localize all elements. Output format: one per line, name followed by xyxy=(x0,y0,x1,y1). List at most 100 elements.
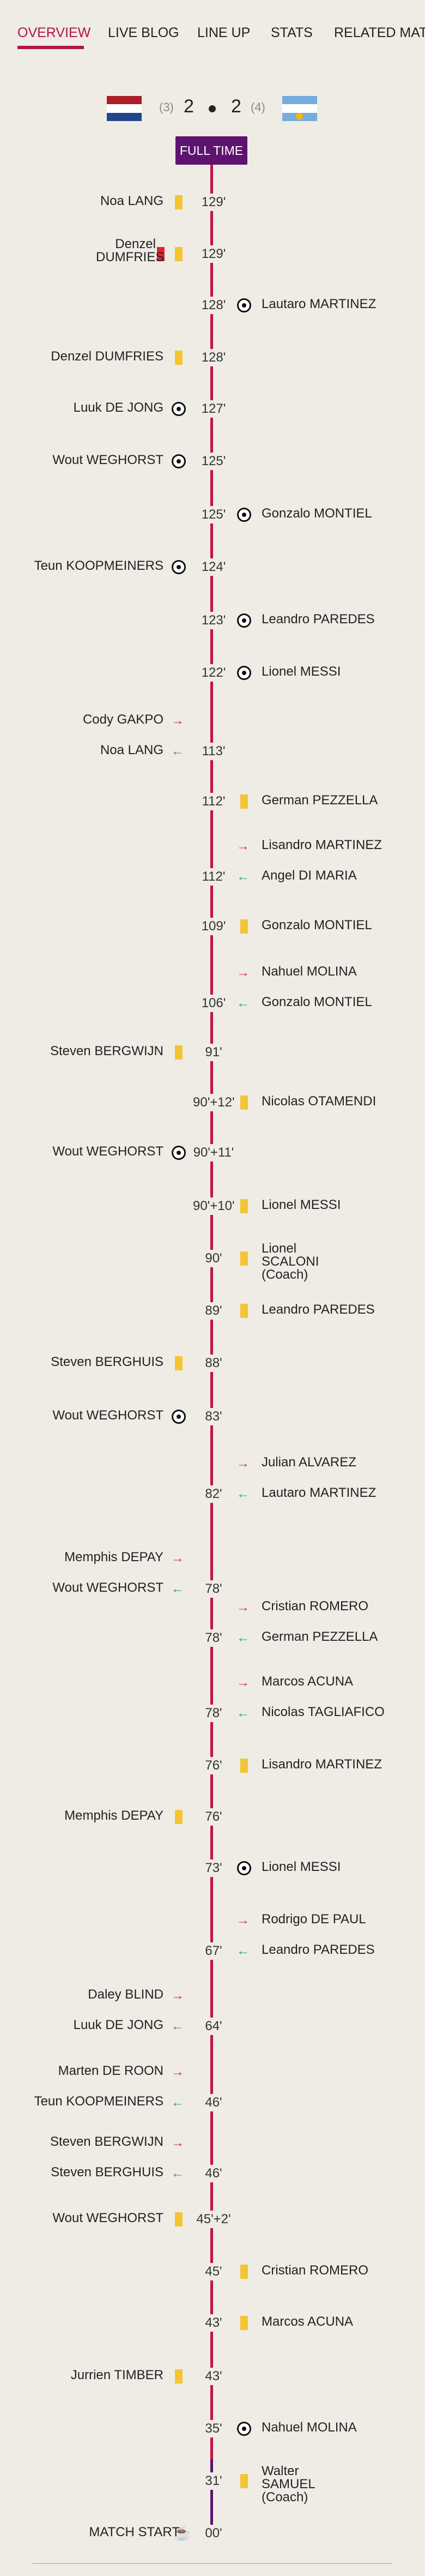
player-name[interactable]: German PEZZELLA xyxy=(262,1629,378,1644)
player-name[interactable]: Lionel MESSI xyxy=(262,664,341,679)
player-name[interactable]: Marcos ACUNA xyxy=(262,1674,354,1689)
ball-icon-wrap xyxy=(236,613,252,628)
substitution-out-icon: → xyxy=(171,2135,184,2150)
player-name[interactable]: Lisandro MARTINEZ xyxy=(262,838,382,852)
player-name[interactable]: Gonzalo MONTIEL xyxy=(262,995,372,1009)
player-name[interactable]: Wout WEGHORST xyxy=(52,2211,163,2225)
event-minute: 82' xyxy=(193,1485,234,1503)
event-minute: 125' xyxy=(193,453,234,470)
player-name[interactable]: Angel DI MARIA xyxy=(262,868,357,883)
substitution-in-icon: ← xyxy=(171,2095,184,2110)
tab-related-matches[interactable]: RELATED MATCHES xyxy=(334,25,425,40)
substitution-out-icon: → xyxy=(236,1600,250,1615)
player-name[interactable]: Wout WEGHORST xyxy=(52,1144,163,1159)
player-name[interactable]: Leandro PAREDES xyxy=(262,612,375,627)
event-minute: 122' xyxy=(193,664,234,682)
player-name[interactable]: Wout WEGHORST xyxy=(52,1408,163,1423)
player-name[interactable]: Jurrien TIMBER xyxy=(70,2368,163,2382)
player-name[interactable]: Leandro PAREDES xyxy=(262,1302,375,1317)
yellow-card-icon xyxy=(175,351,183,365)
event-minute: 90'+11' xyxy=(193,1144,234,1161)
player-name[interactable]: Nicolas TAGLIAFICO xyxy=(262,1705,385,1719)
player-name[interactable]: Teun KOOPMEINERS xyxy=(34,2094,163,2109)
player-name[interactable]: Gonzalo MONTIEL xyxy=(262,918,372,932)
substitution-in-icon: ← xyxy=(236,1943,250,1958)
yellow-card-icon-wrap xyxy=(236,1199,252,1214)
player-name[interactable]: Cristian ROMERO xyxy=(262,2263,369,2278)
player-name[interactable]: Steven BERGHUIS xyxy=(51,2165,163,2180)
substitution-out-icon: → xyxy=(236,1675,250,1690)
red-yellow-card-icon-wrap xyxy=(157,246,186,262)
goal-ball-icon xyxy=(237,1861,251,1875)
ball-icon-wrap xyxy=(171,1409,186,1424)
player-name[interactable]: Wout WEGHORST xyxy=(52,453,163,467)
player-name[interactable]: Marten DE ROON xyxy=(58,2063,163,2078)
home-penalty-score: (3) xyxy=(159,100,174,114)
argentina-flag-icon xyxy=(282,96,317,121)
ball-icon-wrap xyxy=(236,2421,252,2436)
sub-out-icon-wrap: → xyxy=(171,1551,186,1566)
player-name[interactable]: Nicolas OTAMENDI xyxy=(262,1094,377,1109)
yellow-card-icon xyxy=(175,1810,183,1824)
player-name[interactable]: Cristian ROMERO xyxy=(262,1599,369,1614)
event-minute: 109' xyxy=(193,918,234,935)
player-name[interactable]: Gonzalo MONTIEL xyxy=(262,506,372,521)
substitution-in-icon: ← xyxy=(171,744,184,759)
tab-overview[interactable]: OVERVIEW xyxy=(17,25,91,40)
player-name[interactable]: Walter SAMUEL (Coach) xyxy=(262,2464,315,2505)
player-name[interactable]: Steven BERGHUIS xyxy=(51,1355,163,1369)
away-penalty-score: (4) xyxy=(251,100,265,114)
player-name[interactable]: Denzel DUMFRIES xyxy=(96,237,165,264)
event-minute: 112' xyxy=(193,868,234,886)
ball-icon-wrap xyxy=(171,454,186,469)
player-name[interactable]: Marcos ACUNA xyxy=(262,2314,354,2329)
event-minute: 112' xyxy=(193,793,234,810)
player-name[interactable]: Daley BLIND xyxy=(88,1987,163,2002)
tab-stats[interactable]: STATS xyxy=(271,25,313,40)
player-name[interactable]: Noa LANG xyxy=(100,743,163,757)
player-name[interactable]: Nahuel MOLINA xyxy=(262,964,357,979)
player-name[interactable]: Noa LANG xyxy=(100,194,163,208)
player-name[interactable]: Wout WEGHORST xyxy=(52,1580,163,1595)
event-minute: 43' xyxy=(193,2314,234,2332)
player-name[interactable]: Cody GAKPO xyxy=(82,712,163,727)
tab-line-up[interactable]: LINE UP xyxy=(197,25,251,40)
sub-in-icon-wrap: ← xyxy=(236,1943,252,1959)
substitution-out-icon: → xyxy=(236,839,250,853)
yellow-card-icon xyxy=(240,1304,248,1318)
substitution-out-icon: → xyxy=(236,1456,250,1471)
timeline-line xyxy=(210,165,213,2531)
player-name[interactable]: Julian ALVAREZ xyxy=(262,1455,356,1470)
player-name[interactable]: Luuk DE JONG xyxy=(73,400,163,415)
sub-out-icon-wrap: → xyxy=(236,1675,252,1690)
tab-live-blog[interactable]: LIVE BLOG xyxy=(108,25,179,40)
event-minute: 35' xyxy=(193,2420,234,2437)
player-name[interactable]: Nahuel MOLINA xyxy=(262,2420,357,2435)
player-name[interactable]: MATCH START xyxy=(89,2525,180,2539)
player-name[interactable]: Luuk DE JONG xyxy=(73,2018,163,2032)
event-minute: 128' xyxy=(193,349,234,366)
player-name[interactable]: Denzel DUMFRIES xyxy=(51,349,163,364)
substitution-out-icon: → xyxy=(171,1988,184,2003)
substitution-out-icon: → xyxy=(236,965,250,980)
player-name[interactable]: Lautaro MARTINEZ xyxy=(262,1485,377,1500)
substitution-out-icon: → xyxy=(171,2065,184,2079)
player-name[interactable]: Teun KOOPMEINERS xyxy=(34,558,163,573)
event-minute: 45' xyxy=(193,2263,234,2280)
player-name[interactable]: Lionel MESSI xyxy=(262,1859,341,1874)
player-name[interactable]: Leandro PAREDES xyxy=(262,1942,375,1957)
ball-icon-wrap xyxy=(236,507,252,522)
player-name[interactable]: Memphis DEPAY xyxy=(64,1550,163,1564)
player-name[interactable]: Rodrigo DE PAUL xyxy=(262,1912,366,1927)
player-name[interactable]: Memphis DEPAY xyxy=(64,1808,163,1823)
yellow-card-icon xyxy=(240,1759,248,1773)
player-name[interactable]: Lionel SCALONI (Coach) xyxy=(262,1241,319,1282)
goal-ball-icon xyxy=(237,613,251,628)
player-name[interactable]: Lautaro MARTINEZ xyxy=(262,297,377,311)
player-name[interactable]: Lionel MESSI xyxy=(262,1197,341,1212)
player-name[interactable]: Lisandro MARTINEZ xyxy=(262,1757,382,1772)
player-name[interactable]: Steven BERGWIJN xyxy=(50,2134,163,2149)
yellow-card-icon xyxy=(175,1356,183,1370)
player-name[interactable]: German PEZZELLA xyxy=(262,793,378,808)
player-name[interactable]: Steven BERGWIJN xyxy=(50,1044,163,1058)
